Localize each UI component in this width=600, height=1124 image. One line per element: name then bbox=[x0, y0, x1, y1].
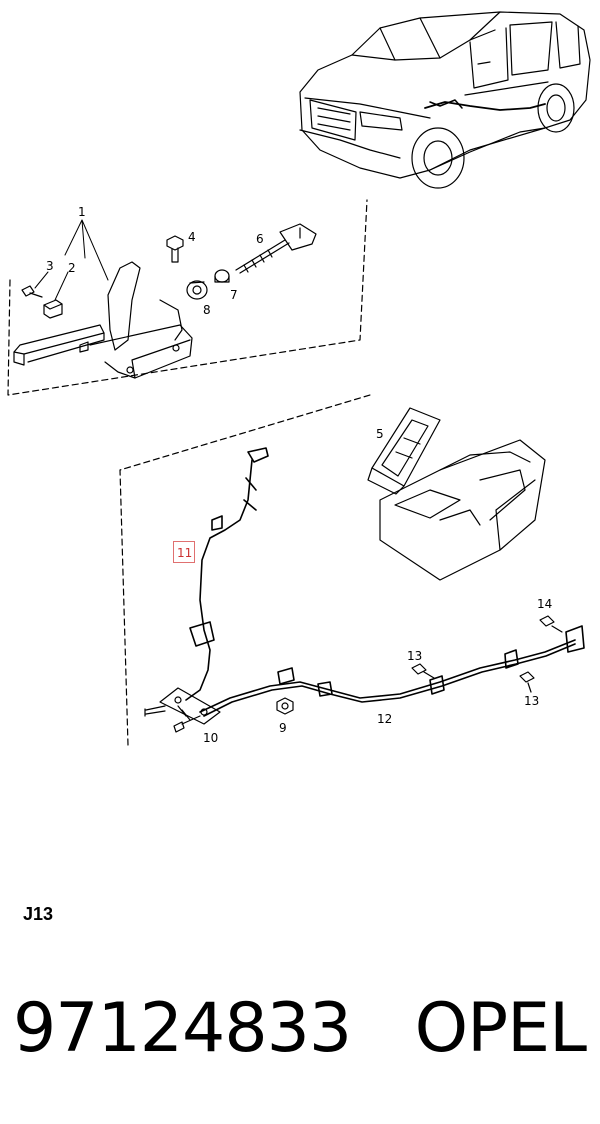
small-bolt bbox=[21, 285, 43, 298]
center-console bbox=[379, 439, 546, 581]
front-cable bbox=[185, 447, 269, 701]
lever-bracket bbox=[13, 261, 193, 379]
vehicle-illustration bbox=[299, 11, 591, 189]
callout-12: 12 bbox=[377, 712, 392, 726]
bushing-7 bbox=[214, 269, 230, 283]
callout-7: 7 bbox=[230, 288, 238, 302]
callout-3: 3 bbox=[46, 259, 54, 273]
callout-11-highlight-box bbox=[173, 541, 195, 563]
bolt-4 bbox=[166, 235, 184, 263]
bolt-13b bbox=[519, 671, 535, 693]
callout-11: 11 bbox=[177, 546, 192, 560]
callout-14: 14 bbox=[537, 597, 552, 611]
footer: 97124833 OPEL bbox=[0, 985, 600, 1075]
threaded-rod bbox=[235, 223, 317, 274]
part-number: 97124833 bbox=[13, 989, 352, 1068]
cable-bracket bbox=[144, 687, 221, 733]
callout-13b: 13 bbox=[524, 694, 539, 708]
leader-lines bbox=[34, 219, 109, 301]
brand-name: OPEL bbox=[414, 989, 587, 1068]
callout-1: 1 bbox=[78, 205, 86, 219]
rear-cable bbox=[199, 625, 585, 717]
callout-labels: 1 2 3 4 5 6 7 8 9 10 11 12 13 13 14 bbox=[46, 205, 552, 745]
callout-2: 2 bbox=[68, 261, 76, 275]
callout-4: 4 bbox=[188, 230, 196, 244]
clip-part bbox=[43, 299, 63, 319]
bolt-13a bbox=[411, 663, 435, 679]
parts-diagram: 1 2 3 4 5 6 7 8 9 10 11 12 13 13 14 bbox=[7, 11, 591, 746]
callout-10: 10 bbox=[203, 731, 218, 745]
section-code: J13 bbox=[23, 904, 54, 924]
lower-boundary bbox=[119, 394, 371, 746]
console-bracket bbox=[367, 407, 441, 495]
callout-5: 5 bbox=[376, 427, 384, 441]
callout-6: 6 bbox=[256, 232, 264, 246]
nut-9 bbox=[276, 697, 294, 715]
callout-8: 8 bbox=[203, 303, 211, 317]
bushing-8 bbox=[186, 280, 208, 300]
callout-13a: 13 bbox=[407, 649, 422, 663]
bolt-14 bbox=[539, 615, 563, 633]
upper-boundary bbox=[7, 199, 368, 396]
callout-9: 9 bbox=[279, 721, 287, 735]
